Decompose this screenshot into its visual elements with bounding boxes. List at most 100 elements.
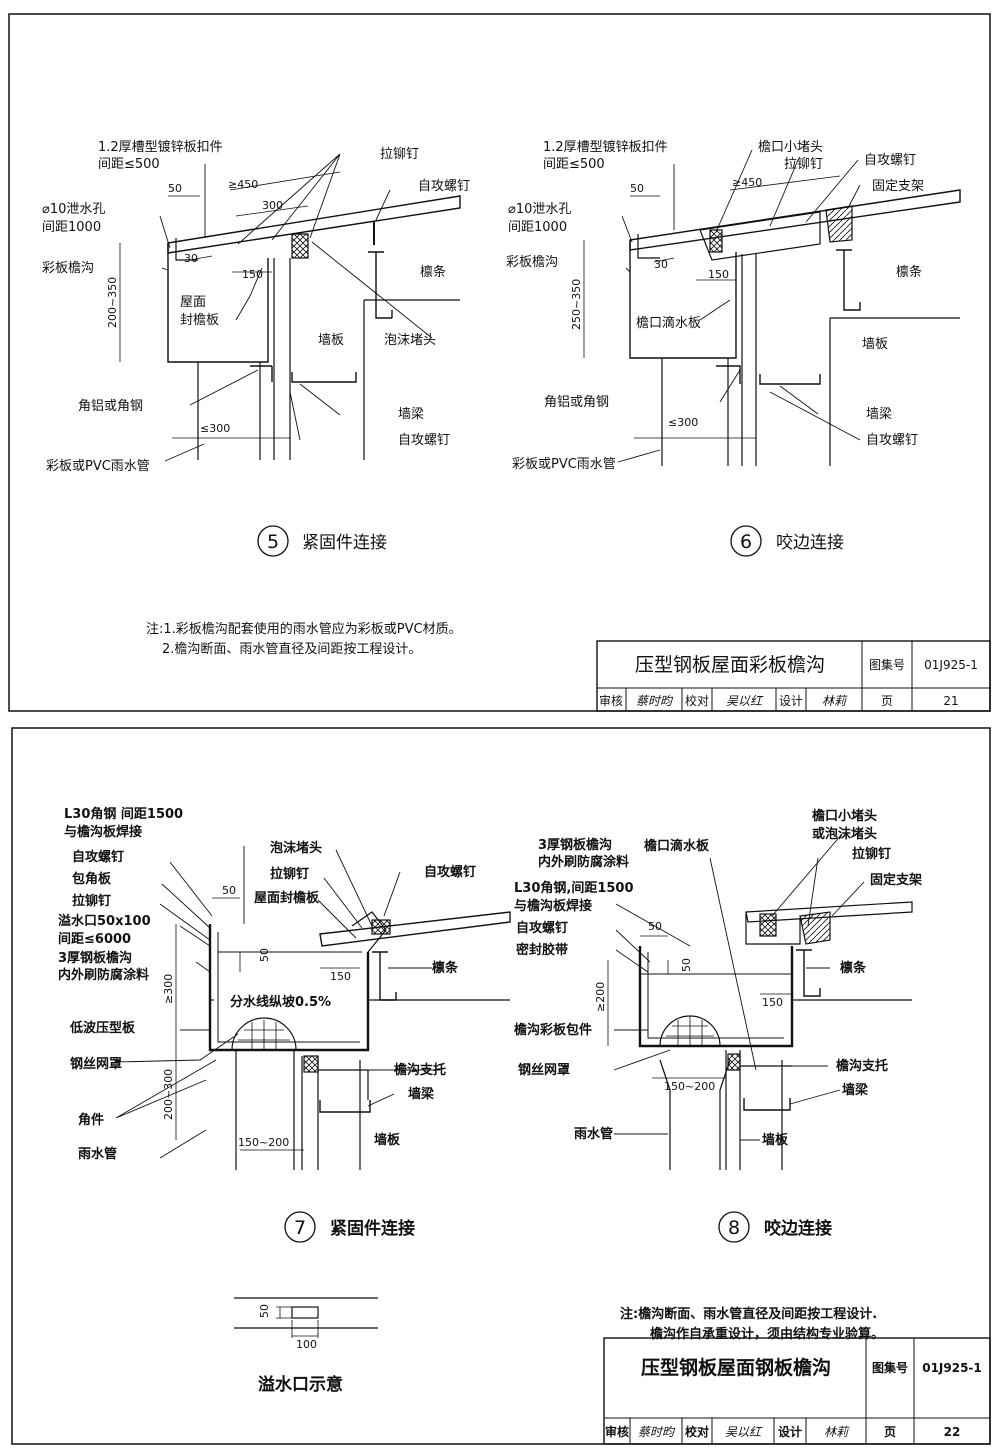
d5-caption-number: 5 [267,531,279,553]
d6-eave-plug-label: 檐口小堵头 [758,140,823,155]
d7-wall-beam-label: 墙梁 [408,1086,435,1102]
d7-angle-part-label: 角件 [78,1112,104,1128]
d8-screw-label: 自攻螺钉 [516,920,568,936]
d8-angle-steel-label-2: 与檐沟板焊接 [514,898,592,914]
d5-dim-300b: ≤300 [200,422,230,435]
d6-clip-label: 1.2厚槽型镀锌板扣件 [543,139,668,155]
d8-wall-beam-label: 墙梁 [842,1082,869,1098]
d7-caption: 紧固件连接 [330,1218,415,1239]
d7-eave-board-label: 屋面封檐板 [254,890,320,906]
detail-6-drawing [583,149,961,466]
s22-page-no: 22 [944,1425,961,1439]
detail-8-labels: 檐口小堵头 或泡沫堵头 3厚钢板檐沟 内外刷防腐涂料 檐口滴水板 拉铆钉 固定支… [514,808,922,1148]
s21-atlas-no: 01J925-1 [924,658,978,672]
d7-dim-w150: 150~200 [238,1136,289,1149]
sheet-21: 1.2厚槽型镀锌板扣件 间距≤500 拉铆钉 自攻螺钉 ⌀10泄水孔 间距100… [8,13,991,712]
d6-screw-label: 自攻螺钉 [864,153,916,168]
d5-wall-beam-label: 墙梁 [398,407,424,422]
d6-dim-30: 30 [654,258,668,271]
d7-wall-label: 墙板 [374,1132,401,1148]
d5-eave-board-label-2: 封檐板 [180,313,219,328]
d5-clip-spacing-label: 间距≤500 [98,157,160,172]
d7-support-label: 檐沟支托 [394,1062,446,1078]
d5-drain-spacing-label: 间距1000 [42,220,101,235]
d7-foam-label: 泡沫堵头 [270,840,322,856]
d8-dim-50: 50 [648,920,662,933]
d8-sealant-label: 密封胶带 [515,942,568,958]
sheet-22-border [11,727,991,1445]
d7-overflow-label-1: 溢水口50x100 [58,913,151,929]
detail-7-labels: L30角钢 间距1500 与檐沟板焊接 自攻螺钉 包角板 拉铆钉 溢水口50x1… [58,806,476,1162]
s21-design-label: 设计 [779,694,803,708]
d6-dim-height: 250~350 [570,279,583,330]
d8-wall-label: 墙板 [762,1132,789,1148]
d7-purlin-label: 檩条 [432,960,459,976]
d7-mesh-label: 钢丝网罩 [70,1056,122,1072]
d6-purlin-label: 檩条 [896,264,922,280]
d7-dim-h300: ≥300 [162,974,175,1004]
d5-screw2-label: 自攻螺钉 [398,433,450,448]
overflow-dim-50: 50 [258,1304,271,1318]
d6-wall-beam-label: 墙梁 [866,407,892,422]
s21-atlas-label: 图集号 [869,657,905,672]
d5-purlin-label: 檩条 [420,264,446,280]
d5-foam-label: 泡沫堵头 [384,333,436,348]
d6-caption: 咬边连接 [776,533,844,553]
d6-wall-label: 墙板 [862,337,888,352]
d7-dim-50: 50 [222,884,236,897]
d6-dim-450: ≥450 [732,176,762,189]
detail-5-labels: 1.2厚槽型镀锌板扣件 间距≤500 拉铆钉 自攻螺钉 ⌀10泄水孔 间距100… [42,139,470,474]
s21-design-signature: 林莉 [822,694,848,708]
d8-dim-h200: ≥200 [594,982,607,1012]
d5-angle-label: 角铝或角钢 [78,399,143,414]
s21-title: 压型钢板屋面彩板檐沟 [635,654,825,676]
d5-clip-label: 1.2厚槽型镀锌板扣件 [98,139,223,155]
overflow-caption: 溢水口示意 [258,1374,343,1395]
s22-note-2: 檐沟作自承重设计，须由结构专业验算。 [650,1326,884,1342]
s21-check-signature: 吴以红 [726,694,764,708]
d8-eave-plug-label-2: 或泡沫堵头 [812,826,877,842]
d7-rivet-label: 拉铆钉 [72,893,111,909]
d8-wrap-label: 檐沟彩板包件 [514,1022,592,1038]
d8-caption-number: 8 [728,1217,740,1239]
sheet-22: L30角钢 间距1500 与檐沟板焊接 自攻螺钉 包角板 拉铆钉 溢水口50x1… [11,727,991,1445]
detail-7-caption: 7 紧固件连接 [284,1211,415,1243]
s21-review-signature: 蔡时昀 [636,694,674,708]
d6-dim-50: 50 [630,182,644,195]
d7-angle-steel-label-1: L30角钢 间距1500 [64,806,183,822]
s21-note-2: 2.檐沟断面、雨水管直径及间距按工程设计。 [162,642,421,657]
overflow-dim-100: 100 [296,1338,317,1351]
d5-screw-label: 自攻螺钉 [418,179,470,194]
d8-caption: 咬边连接 [764,1218,832,1239]
d8-support-label: 檐沟支托 [836,1058,888,1074]
d8-dim-w150: 150~200 [664,1080,715,1093]
d5-dim-height: 200~350 [106,277,119,328]
d6-gutter-label: 彩板檐沟 [506,255,558,270]
s22-check-label: 校对 [685,1424,709,1439]
d8-gutter-label-1: 3厚钢板檐沟 [538,837,612,853]
d7-caption-number: 7 [294,1217,306,1239]
s22-title: 压型钢板屋面钢板檐沟 [641,1356,831,1379]
s22-review-label: 审核 [605,1424,629,1439]
d8-dim-150: 150 [762,996,783,1009]
s22-note-1: 注:檐沟断面、雨水管直径及间距按工程设计. [620,1306,877,1322]
d6-drain-spacing-label: 间距1000 [508,220,567,235]
s22-atlas-label: 图集号 [872,1360,908,1375]
d7-wrap-label: 包角板 [72,871,112,887]
s21-note-1: 注:1.彩板檐沟配套使用的雨水管应为彩板或PVC材质。 [146,621,462,637]
d6-screw2-label: 自攻螺钉 [866,433,918,448]
d5-wall-label: 墙板 [318,333,344,348]
d7-low-wave-label: 低波压型板 [69,1020,136,1036]
detail-6-caption: 6 咬边连接 [730,525,844,557]
d6-caption-number: 6 [740,531,752,553]
d5-dim-30: 30 [184,252,198,265]
d5-drain-hole-label: ⌀10泄水孔 [42,202,105,217]
d7-dim-h200: 200~300 [162,1069,175,1120]
d7-angle-steel-label-2: 与檐沟板焊接 [64,824,142,840]
d5-dim-150: 150 [242,268,263,281]
d5-caption: 紧固件连接 [302,533,387,553]
d8-drip-label: 檐口滴水板 [644,838,710,854]
d7-screw2-label: 自攻螺钉 [424,864,476,880]
d8-angle-steel-label-1: L30角钢,间距1500 [514,880,634,896]
s22-design-signature: 林莉 [824,1425,850,1439]
